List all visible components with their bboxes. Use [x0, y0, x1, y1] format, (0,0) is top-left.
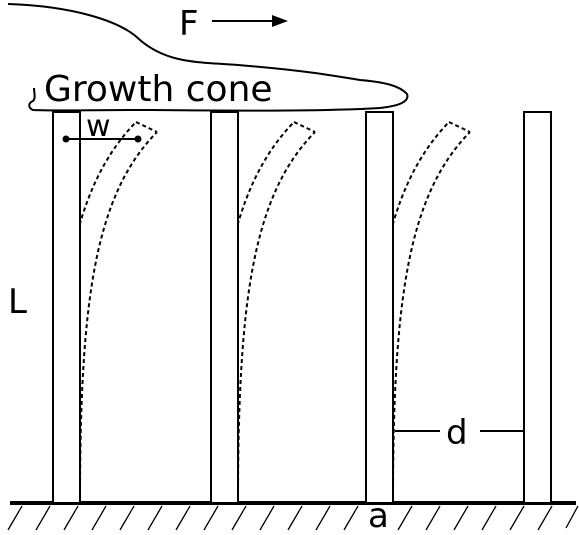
width-marker: [62, 135, 142, 143]
pillars: [52, 111, 552, 504]
length-label: L: [8, 282, 27, 322]
growth-cone-label: Growth cone: [44, 69, 273, 110]
pillar-3: [365, 111, 394, 504]
spacing-label: d: [446, 413, 468, 453]
force-arrow: [212, 15, 288, 27]
force-arrow-head: [272, 15, 288, 27]
substrate: [7, 501, 579, 531]
deflected-pillars: [54, 121, 471, 504]
growth-cone: [7, 3, 409, 112]
width-dot-left: [62, 135, 70, 143]
growth-cone-outline: [7, 3, 409, 112]
pillar-2: [210, 111, 239, 504]
substrate-label: a: [368, 496, 389, 535]
substrate-hatching: [7, 505, 579, 531]
width-label: w: [86, 109, 111, 144]
force-label: F: [179, 4, 199, 44]
pillar-4: [523, 111, 552, 504]
width-dot-right: [134, 135, 142, 143]
pillar-1: [52, 111, 81, 504]
